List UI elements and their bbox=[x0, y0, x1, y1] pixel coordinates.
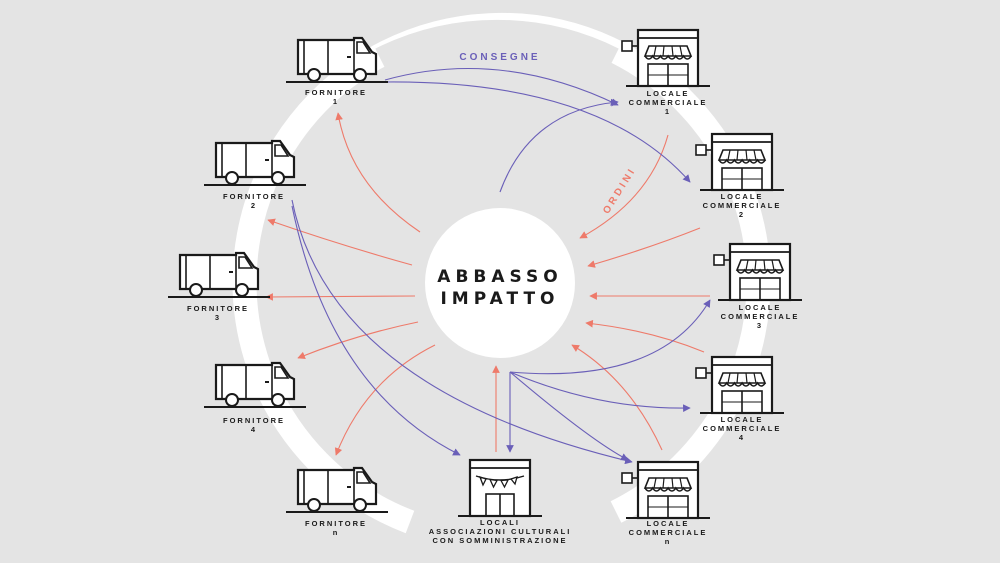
fornitore-label: FORNITORE bbox=[223, 192, 285, 201]
consegne-label: CONSEGNE bbox=[459, 52, 540, 63]
locale-label: LOCALE bbox=[721, 415, 764, 424]
fornitore-number: n bbox=[333, 528, 340, 537]
fornitore-label: FORNITORE bbox=[305, 519, 367, 528]
locale-commerciale-1: LOCALE COMMERCIALE 1 bbox=[620, 28, 712, 116]
locale-label: COMMERCIALE bbox=[629, 528, 708, 537]
associazioni-label: CON SOMMINISTRAZIONE bbox=[433, 536, 568, 545]
consegne-arrow-8 bbox=[509, 371, 629, 461]
fornitore-number: 4 bbox=[251, 425, 257, 434]
ordini-arrow-from-locale-2 bbox=[587, 227, 701, 268]
fornitore-3: FORNITORE 3 bbox=[166, 251, 272, 322]
consegne-arrow-7 bbox=[509, 371, 691, 413]
center-circle bbox=[425, 208, 575, 358]
locale-label: LOCALE bbox=[739, 303, 782, 312]
consegne-arrow-6 bbox=[509, 299, 711, 375]
van-icon bbox=[202, 361, 308, 409]
ordini-arrow-to-fornitore-4 bbox=[297, 321, 419, 359]
fornitore-n: FORNITORE n bbox=[284, 466, 390, 537]
shop-icon bbox=[712, 242, 804, 302]
fornitore-label: FORNITORE bbox=[305, 88, 367, 97]
consegne-arrow-3 bbox=[499, 98, 619, 193]
consegne-arrow-1 bbox=[384, 67, 619, 106]
ordini-arrow-from-locale-4 bbox=[585, 319, 705, 353]
consegne-arrows bbox=[291, 67, 711, 465]
locale-commerciale-4: LOCALE COMMERCIALE 4 bbox=[694, 355, 786, 442]
center-title-line2: IMPATTO bbox=[440, 289, 559, 309]
fornitore-number: 1 bbox=[333, 97, 339, 106]
locale-label: LOCALE bbox=[647, 519, 690, 528]
locale-label: COMMERCIALE bbox=[721, 312, 800, 321]
consegne-arrow-2 bbox=[384, 81, 691, 183]
shop-icon bbox=[694, 355, 786, 415]
locale-commerciale-3: LOCALE COMMERCIALE 3 bbox=[712, 242, 804, 330]
fornitore-2: FORNITORE 2 bbox=[202, 139, 308, 210]
consegne-arrow-5 bbox=[291, 205, 461, 456]
ordini-arrow-from-locale-n bbox=[571, 344, 663, 451]
consegne-arrow-4 bbox=[291, 199, 633, 465]
locale-label: COMMERCIALE bbox=[703, 424, 782, 433]
associazioni-label: LOCALI bbox=[480, 518, 520, 527]
ordini-arrow-to-fornitore-3 bbox=[265, 293, 416, 301]
fornitore-4: FORNITORE 4 bbox=[202, 361, 308, 434]
associazioni-label: ASSOCIAZIONI CULTURALI bbox=[429, 527, 572, 536]
bunting-shop-icon bbox=[456, 458, 544, 518]
locale-number: 3 bbox=[757, 321, 763, 330]
locali-associazioni-culturali: LOCALI ASSOCIAZIONI CULTURALI CON SOMMIN… bbox=[429, 458, 572, 545]
fornitore-label: FORNITORE bbox=[187, 304, 249, 313]
ordini-arrow-from-locale-1 bbox=[579, 134, 669, 239]
fornitore-1: FORNITORE 1 bbox=[284, 36, 390, 106]
locale-number: 4 bbox=[739, 433, 745, 442]
ordini-arrow-to-fornitore-2 bbox=[267, 218, 413, 266]
ordini-label: ORDINI bbox=[601, 165, 638, 216]
fornitore-label: FORNITORE bbox=[223, 416, 285, 425]
locale-label: COMMERCIALE bbox=[703, 201, 782, 210]
center-title-line1: ABBASSO bbox=[437, 267, 562, 287]
locale-number: n bbox=[665, 537, 672, 546]
locale-number: 1 bbox=[665, 107, 671, 116]
ordini-arrows bbox=[265, 112, 710, 456]
locale-commerciale-n: LOCALE COMMERCIALE n bbox=[620, 460, 712, 546]
fornitore-number: 3 bbox=[215, 313, 221, 322]
locale-number: 2 bbox=[739, 210, 745, 219]
locale-label: COMMERCIALE bbox=[629, 98, 708, 107]
locale-label: LOCALE bbox=[647, 89, 690, 98]
locale-commerciale-2: LOCALE COMMERCIALE 2 bbox=[694, 132, 786, 219]
fornitore-number: 2 bbox=[251, 201, 257, 210]
ordini-arrow-to-fornitore-1 bbox=[335, 112, 421, 233]
locale-label: LOCALE bbox=[721, 192, 764, 201]
